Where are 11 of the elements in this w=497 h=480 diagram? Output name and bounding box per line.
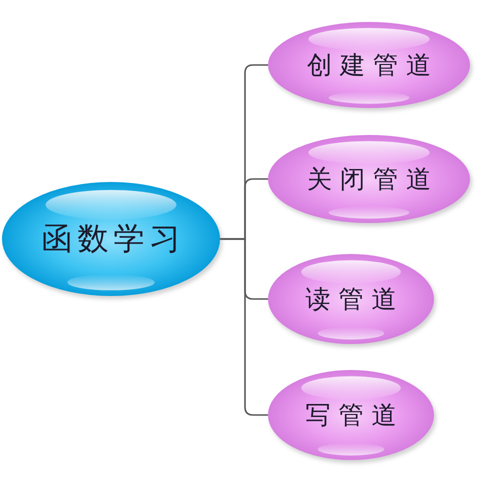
central-topic-ellipse [2, 182, 220, 296]
subtopic-ellipse [268, 370, 434, 460]
subtopic-ellipse [268, 135, 470, 223]
subtopic-ellipse [268, 254, 434, 344]
subtopic-ellipse [268, 22, 470, 108]
connector-line [220, 238, 268, 416]
topic-label: 创建管道 [306, 51, 439, 79]
topic-label: 关闭管道 [306, 165, 439, 193]
topic-label: 读管道 [304, 285, 404, 313]
topic-label: 写管道 [304, 401, 404, 429]
topic-label: 函数学习 [40, 222, 186, 256]
